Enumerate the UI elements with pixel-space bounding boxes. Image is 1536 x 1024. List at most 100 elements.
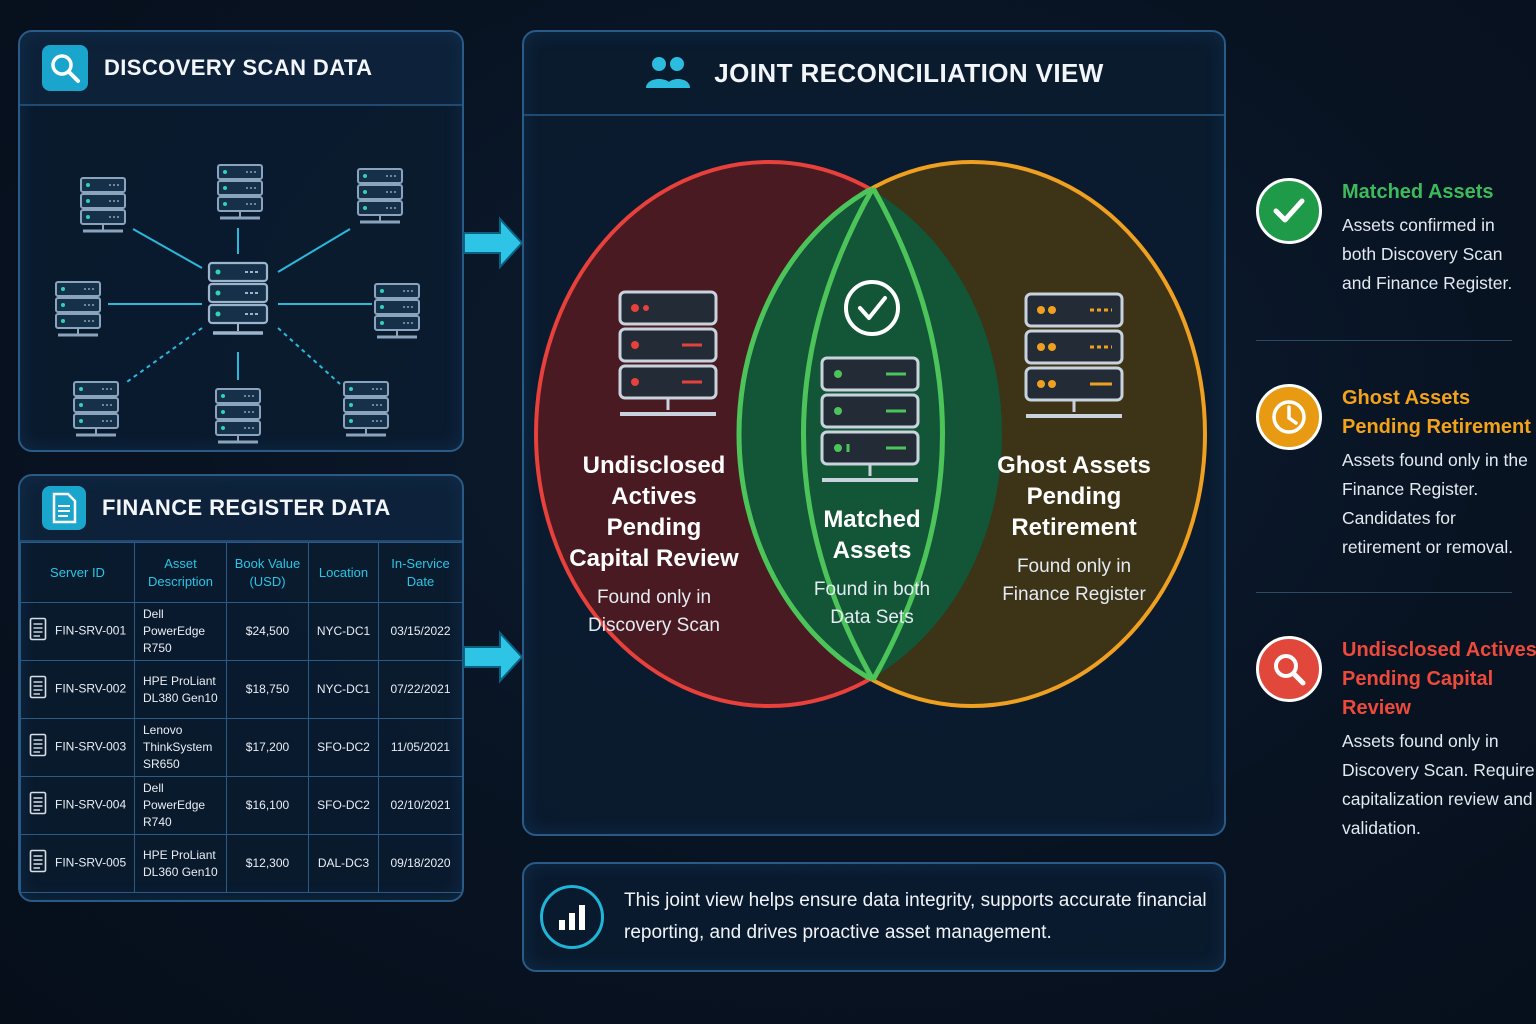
table-row: FIN-SRV-002 HPE ProLiant DL380 Gen10$18,7… xyxy=(20,660,462,719)
document-icon xyxy=(29,733,47,762)
venn-intersection xyxy=(739,162,1002,706)
server-id: FIN-SRV-002 xyxy=(55,681,127,696)
venn-right-title: Ghost Assets Pending Retirement xyxy=(997,452,1151,541)
matched-server-icon xyxy=(820,356,920,482)
server-node xyxy=(373,282,421,339)
undisclosed-server-icon xyxy=(618,290,718,416)
document-icon xyxy=(29,675,47,704)
search-icon xyxy=(42,45,88,91)
venn-center-subtitle: Found in both Data Sets xyxy=(813,579,931,628)
server-node xyxy=(342,380,390,437)
central-server-node xyxy=(207,261,269,335)
bar-chart-icon xyxy=(540,885,604,949)
in-service-date-cell: 11/05/2021 xyxy=(378,718,462,777)
discovery-header: DISCOVERY SCAN DATA xyxy=(20,32,462,106)
users-icon xyxy=(646,57,691,88)
server-id: FIN-SRV-001 xyxy=(55,623,127,638)
joint-header: JOINT RECONCILIATION VIEW xyxy=(524,32,1224,116)
server-node xyxy=(216,163,264,220)
venn-diagram xyxy=(534,160,1207,708)
in-service-date-cell: 02/10/2021 xyxy=(378,776,462,835)
network-topology-diagram xyxy=(54,163,421,444)
finance-register-table: Server ID Asset Description Book Value (… xyxy=(20,542,462,893)
in-service-date-cell: 07/22/2021 xyxy=(378,660,462,719)
search-icon xyxy=(1256,636,1322,702)
discovery-panel: DISCOVERY SCAN DATA xyxy=(18,30,464,452)
column-header: In-Service Date xyxy=(378,542,462,603)
legend-text: Matched Assets Assets confirmed in both … xyxy=(1342,178,1532,298)
legend-divider xyxy=(1256,592,1512,593)
column-header: Book Value (USD) xyxy=(226,542,309,603)
footer-text: This joint view helps ensure data integr… xyxy=(624,890,1207,943)
legend-text: Ghost Assets Pending Retirement Assets f… xyxy=(1342,384,1536,562)
location-cell: DAL-DC3 xyxy=(308,834,379,893)
venn-center-label: Matched Assets Found in both Data Sets xyxy=(802,504,942,632)
legend-description: Assets found only in Discovery Scan. Req… xyxy=(1342,731,1535,838)
column-header: Location xyxy=(308,542,379,603)
ghost-server-icon xyxy=(1024,292,1124,418)
legend-text: Undisclosed Actives Pending Capital Revi… xyxy=(1342,636,1536,843)
legend-description: Assets found only in the Finance Registe… xyxy=(1342,450,1528,557)
column-header: Asset Description xyxy=(134,542,227,603)
document-icon xyxy=(29,791,47,820)
legend-title: Undisclosed Actives Pending Capital Revi… xyxy=(1342,639,1536,719)
venn-center-title: Matched Assets xyxy=(823,506,921,564)
checkmark-icon xyxy=(1256,178,1322,244)
server-id-cell: FIN-SRV-004 xyxy=(20,776,135,835)
venn-right-label: Ghost Assets Pending Retirement Found on… xyxy=(994,450,1154,609)
checkmark-icon xyxy=(844,280,900,336)
document-icon xyxy=(29,617,47,646)
server-id-cell: FIN-SRV-003 xyxy=(20,718,135,777)
book-value-cell: $18,750 xyxy=(226,660,309,719)
legend-description: Assets confirmed in both Discovery Scan … xyxy=(1342,215,1513,293)
book-value-cell: $17,200 xyxy=(226,718,309,777)
server-node xyxy=(72,380,120,437)
server-id-cell: FIN-SRV-001 xyxy=(20,602,135,661)
server-node xyxy=(214,387,262,444)
location-cell: SFO-DC2 xyxy=(308,718,379,777)
discovery-title: DISCOVERY SCAN DATA xyxy=(104,55,373,80)
server-id-cell: FIN-SRV-002 xyxy=(20,660,135,719)
legend-divider xyxy=(1256,340,1512,341)
footer-panel: This joint view helps ensure data integr… xyxy=(522,862,1226,972)
finance-panel: FINANCE REGISTER DATA Server ID Asset De… xyxy=(18,474,464,902)
venn-left-title: Undisclosed Actives Pending Capital Revi… xyxy=(569,452,739,572)
venn-left-label: Undisclosed Actives Pending Capital Revi… xyxy=(564,450,744,640)
venn-right-subtitle: Found only in Finance Register xyxy=(1002,556,1146,605)
legend-title: Ghost Assets Pending Retirement xyxy=(1342,387,1531,438)
server-node xyxy=(356,167,404,224)
clock-icon xyxy=(1256,384,1322,450)
asset-description-cell: Dell PowerEdge R750 xyxy=(134,602,227,661)
book-value-cell: $16,100 xyxy=(226,776,309,835)
asset-description-cell: Dell PowerEdge R740 xyxy=(134,776,227,835)
arrow-right-icon xyxy=(463,216,524,270)
book-value-cell: $12,300 xyxy=(226,834,309,893)
document-icon xyxy=(29,849,47,878)
arrow-right-icon xyxy=(463,630,524,684)
legend-title: Matched Assets xyxy=(1342,181,1494,203)
location-cell: NYC-DC1 xyxy=(308,602,379,661)
location-cell: SFO-DC2 xyxy=(308,776,379,835)
network-links xyxy=(108,228,372,385)
asset-description-cell: HPE ProLiant DL380 Gen10 xyxy=(134,660,227,719)
server-id: FIN-SRV-004 xyxy=(55,797,127,812)
finance-title: FINANCE REGISTER DATA xyxy=(102,495,391,520)
in-service-date-cell: 03/15/2022 xyxy=(378,602,462,661)
asset-description-cell: Lenovo ThinkSystem SR650 xyxy=(134,718,227,777)
joint-reconciliation-panel: JOINT RECONCILIATION VIEW xyxy=(522,30,1226,836)
server-id-cell: FIN-SRV-005 xyxy=(20,834,135,893)
server-node xyxy=(79,176,127,233)
asset-description-cell: HPE ProLiant DL360 Gen10 xyxy=(134,834,227,893)
finance-header: FINANCE REGISTER DATA xyxy=(20,476,462,542)
document-icon xyxy=(42,486,86,530)
book-value-cell: $24,500 xyxy=(226,602,309,661)
venn-left-subtitle: Found only in Discovery Scan xyxy=(588,587,720,636)
in-service-date-cell: 09/18/2020 xyxy=(378,834,462,893)
server-node xyxy=(54,280,102,337)
server-id: FIN-SRV-005 xyxy=(55,855,127,870)
joint-title: JOINT RECONCILIATION VIEW xyxy=(714,57,1104,88)
column-header: Server ID xyxy=(20,542,135,603)
